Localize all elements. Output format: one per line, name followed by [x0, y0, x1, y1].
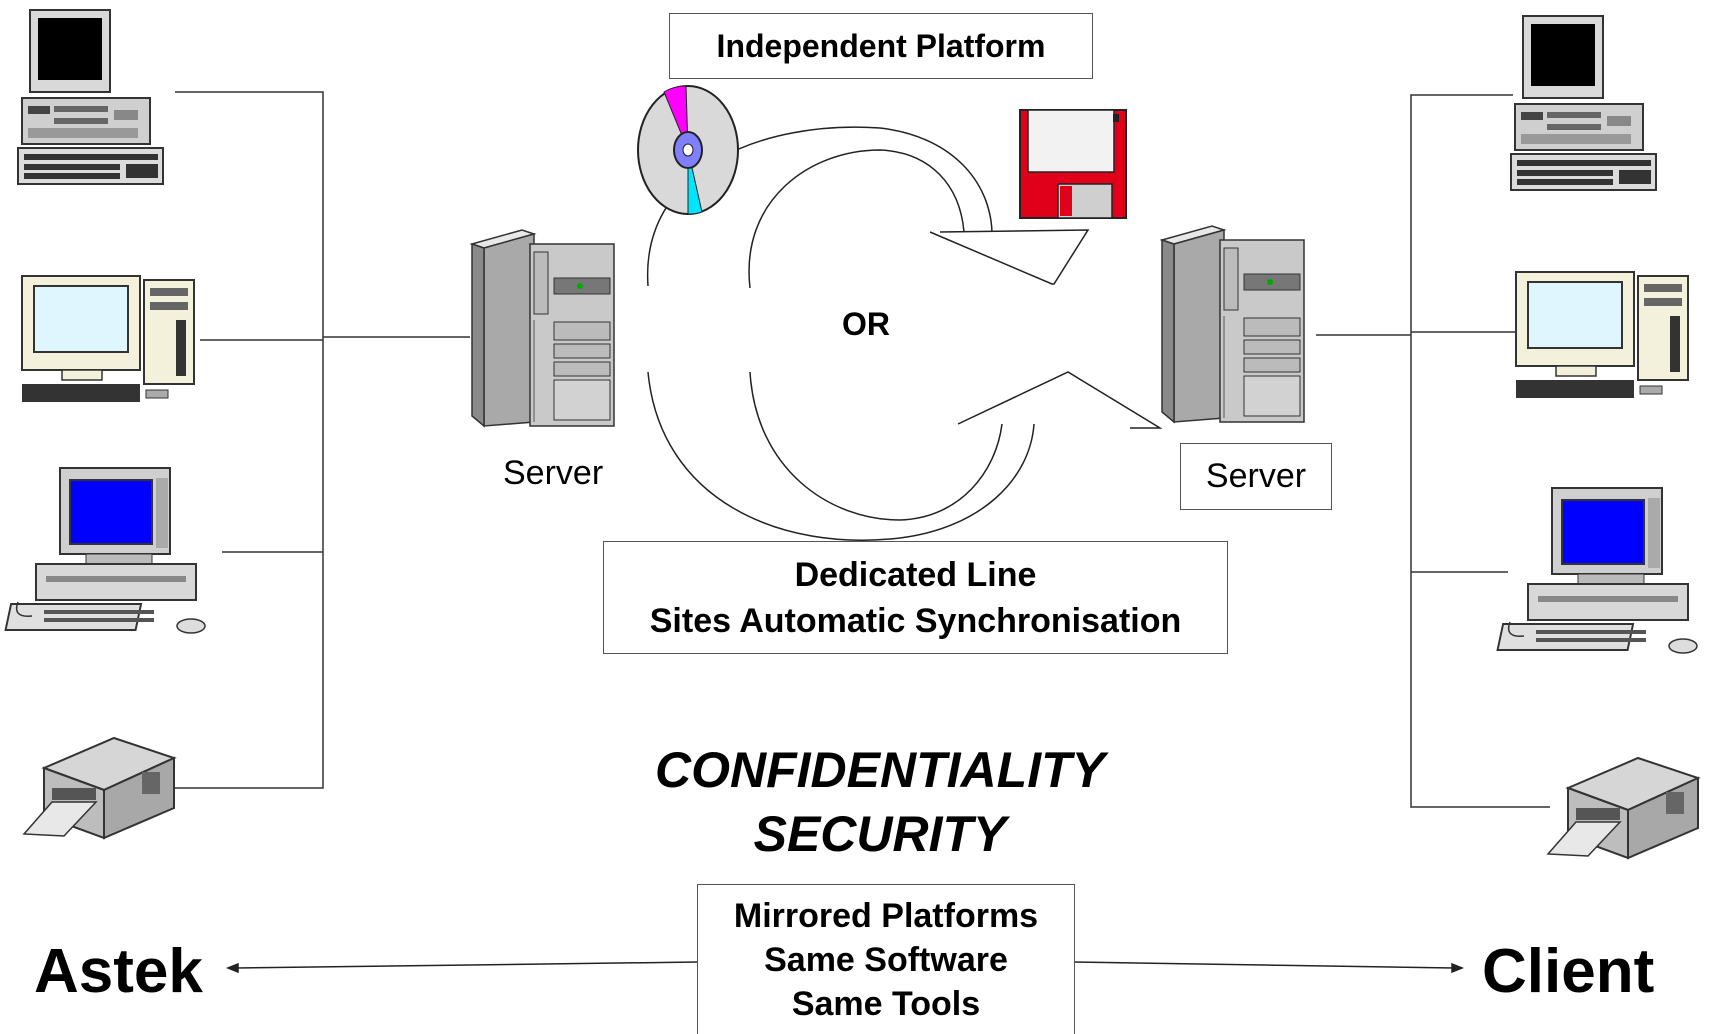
workstation-computer-icon — [1496, 487, 1698, 654]
printer-icon — [23, 737, 175, 839]
mirror-arrows — [225, 961, 1465, 974]
independent-platform-box: Independent Platform — [669, 13, 1093, 79]
dedicated-line-box: Dedicated Line Sites Automatic Synchroni… — [603, 541, 1228, 654]
left-server-label: Server — [503, 454, 604, 492]
sync-arrow-bottom — [647, 371, 1163, 541]
client-label: Client — [1482, 937, 1655, 1006]
security-label: SECURITY — [753, 806, 1007, 862]
right-server-label: Server — [1205, 457, 1307, 495]
workstation-computer-icon — [4, 467, 206, 634]
same-software-label: Same Software — [764, 940, 1008, 979]
cd-disc-icon — [637, 85, 739, 215]
confidentiality-headline: CONFIDENTIALITY SECURITY — [600, 738, 1160, 866]
left-network-wiring — [175, 91, 470, 789]
desktop-computer-icon — [21, 275, 195, 403]
printer-icon — [1547, 757, 1699, 859]
mirrored-platforms-box: Mirrored Platforms Same Software Same To… — [697, 884, 1075, 1034]
floppy-disk-icon — [1019, 109, 1127, 219]
same-tools-label: Same Tools — [791, 984, 981, 1023]
left-server-icon — [471, 229, 615, 427]
right-server-label-box: Server — [1180, 443, 1332, 510]
right-network-wiring — [1316, 94, 1550, 808]
confidentiality-label: CONFIDENTIALITY — [655, 742, 1105, 798]
or-label: OR — [842, 306, 890, 342]
dedicated-line-label: Dedicated Line — [794, 555, 1037, 594]
independent-platform-label: Independent Platform — [716, 27, 1046, 64]
desktop-computer-icon — [17, 9, 164, 185]
sync-label: Sites Automatic Synchronisation — [649, 601, 1182, 640]
right-server-icon — [1161, 225, 1305, 423]
mirrored-platforms-label: Mirrored Platforms — [733, 896, 1039, 935]
astek-label: Astek — [34, 937, 203, 1006]
desktop-computer-icon — [1515, 271, 1689, 399]
desktop-computer-icon — [1510, 15, 1657, 191]
